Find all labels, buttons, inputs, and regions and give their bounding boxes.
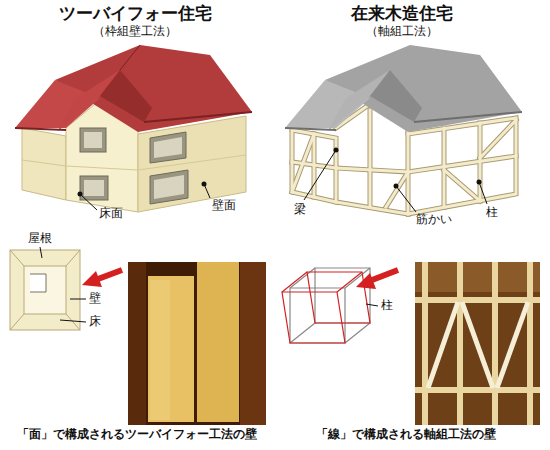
frame-diagram bbox=[282, 268, 398, 343]
main-heading: 在来木造住宅 bbox=[351, 3, 453, 23]
sub-heading: （軸組工法） bbox=[366, 24, 438, 38]
photo-caption: 「面」で構成されるツーバイフォー工法の壁 bbox=[17, 427, 257, 441]
frame-wall-photo bbox=[415, 262, 540, 425]
part-label: 壁 bbox=[89, 291, 101, 305]
photo-caption: 「線」で構成される軸組工法の壁 bbox=[316, 427, 496, 441]
part-label: 壁面 bbox=[212, 198, 236, 212]
part-label: 柱 bbox=[486, 205, 498, 219]
two-by-four-house bbox=[15, 45, 252, 212]
part-label: 筋かい bbox=[416, 212, 452, 226]
part-label: 床 bbox=[89, 314, 101, 328]
part-label: 柱 bbox=[381, 298, 393, 312]
post-and-beam-house bbox=[285, 45, 522, 214]
part-label: 屋根 bbox=[28, 231, 52, 245]
part-label: 梁 bbox=[294, 202, 306, 216]
panel-wall-photo bbox=[128, 262, 266, 425]
part-label: 床面 bbox=[99, 206, 123, 220]
main-heading: ツーバイフォー住宅 bbox=[59, 3, 212, 23]
sub-heading: （枠組壁工法） bbox=[93, 24, 177, 38]
box-diagram bbox=[10, 247, 122, 330]
